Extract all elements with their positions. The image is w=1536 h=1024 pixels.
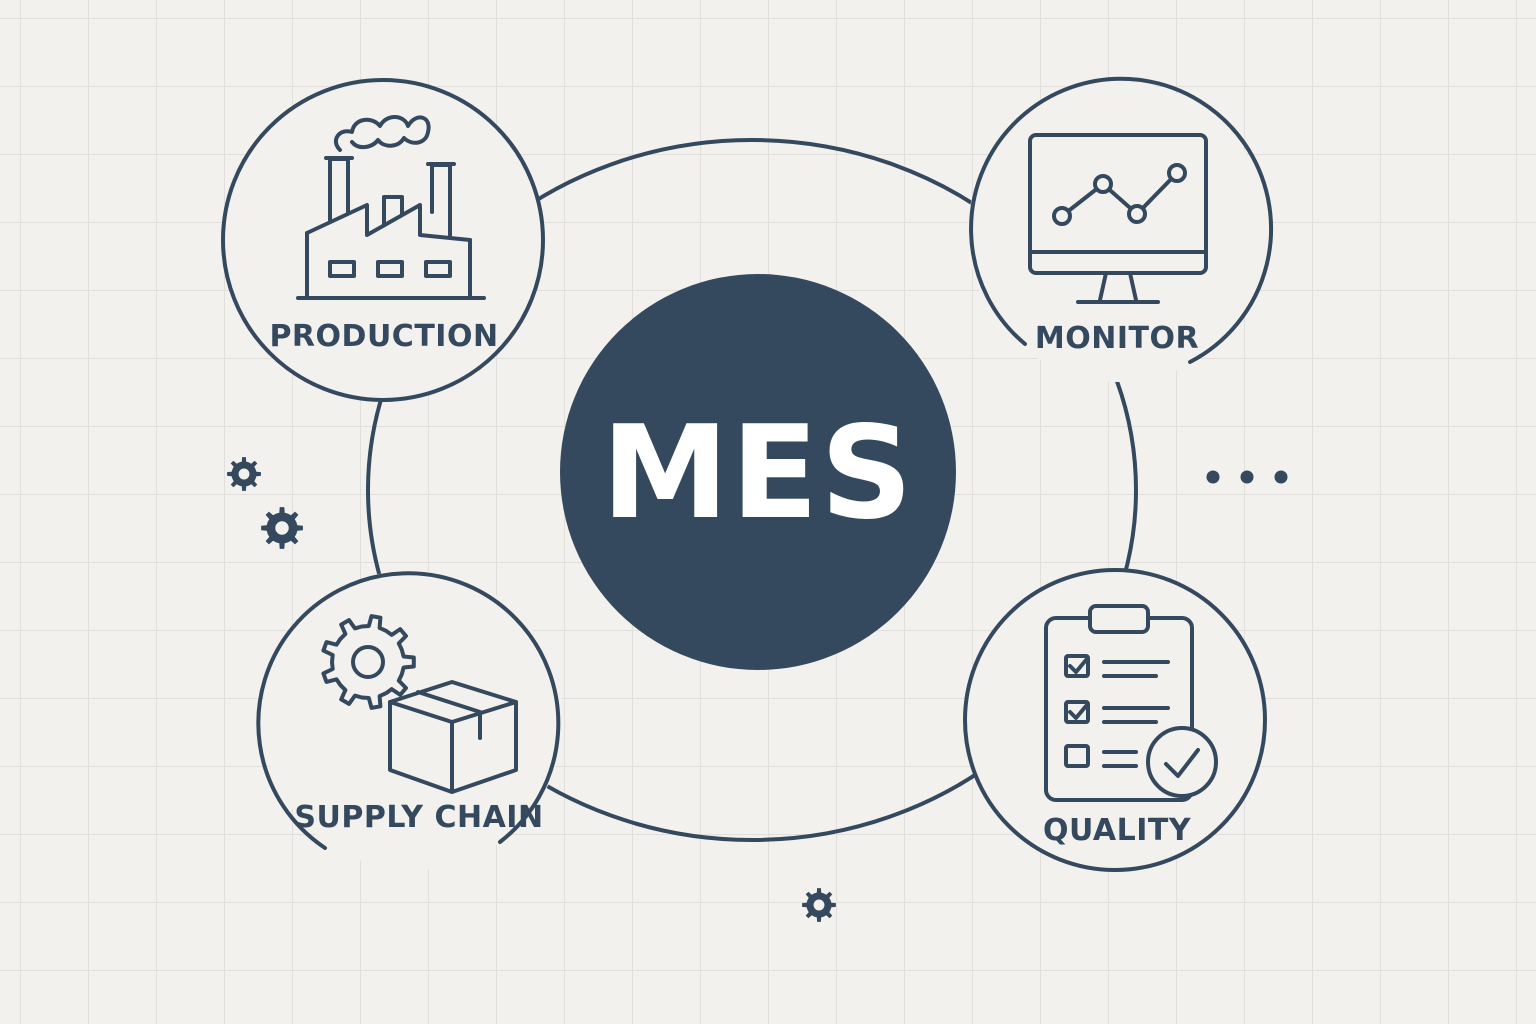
node-label-supply: SUPPLY CHAIN [294, 800, 544, 835]
gear-box-icon [321, 614, 518, 794]
gear-hole [275, 521, 289, 535]
mes-hub [560, 274, 956, 670]
gear-icon [227, 457, 261, 491]
gear-icon [802, 888, 836, 922]
node-label-quality: QUALITY [1042, 813, 1192, 848]
factory-icon [296, 115, 486, 300]
hub-label: MES [601, 399, 915, 548]
node-supply-ring [256, 571, 561, 850]
ellipsis-icon [1206, 470, 1288, 484]
clipboard-check-icon [1044, 604, 1218, 802]
gear-hole [813, 899, 825, 911]
gear-icon [261, 507, 303, 549]
monitor-chart-icon [1028, 133, 1208, 304]
node-production-ring [221, 78, 545, 402]
gear-hole [238, 468, 250, 480]
node-quality-ring [963, 568, 1267, 872]
node-monitor-bg [968, 82, 1268, 382]
node-production-bg [223, 80, 543, 400]
connector-ring [366, 138, 1138, 842]
node-label-monitor: MONITOR [1034, 321, 1200, 356]
node-monitor-ring [969, 76, 1274, 364]
node-label-production: PRODUCTION [269, 319, 499, 354]
gear-outline [321, 614, 416, 710]
